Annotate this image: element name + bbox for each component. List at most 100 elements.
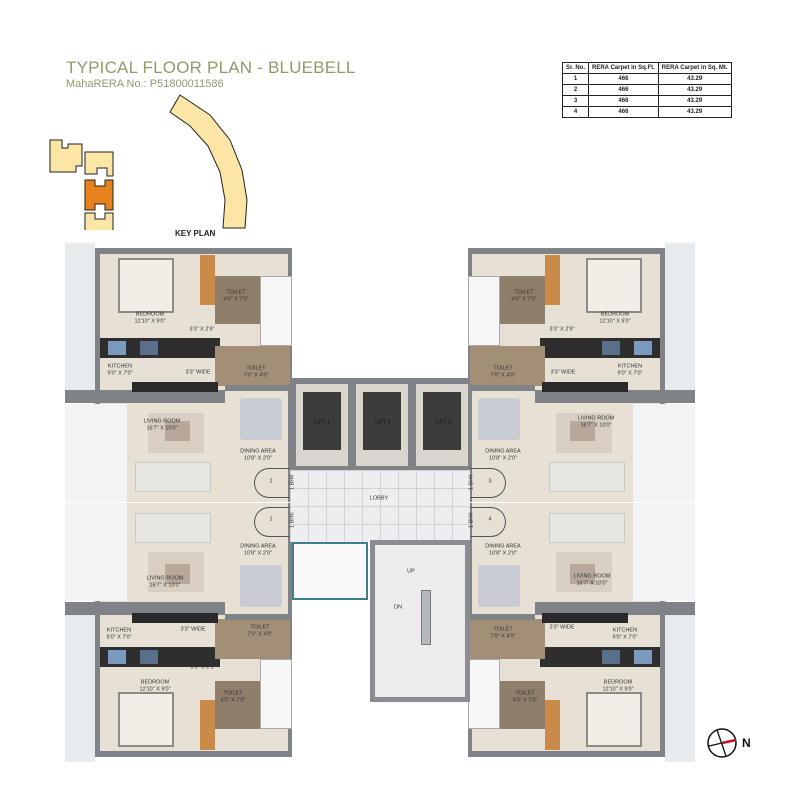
- window-bay: [65, 404, 127, 502]
- lift-label-text: LIFT 1: [314, 419, 330, 426]
- lift-3-cabin: [423, 392, 461, 450]
- kitchen-counter: [542, 613, 628, 623]
- kitchen-label-text: 9'0" X 7'0": [106, 634, 132, 640]
- lift-label: LIFT 1: [314, 420, 330, 427]
- living-room-label-text: 16'7" X 10'0": [149, 582, 181, 588]
- cell: 43.29: [657, 95, 732, 107]
- ottoman: [165, 564, 190, 584]
- living-room-label-text: LIVING ROOM: [146, 575, 184, 582]
- toilet-a: [215, 276, 260, 324]
- toilet-label-text: TOILET: [226, 289, 246, 296]
- unit-number-text: 4: [488, 516, 492, 523]
- stove: [140, 650, 158, 664]
- sofa: [549, 462, 625, 492]
- stair-up-label: UP: [407, 569, 415, 576]
- key-plan-block: [84, 212, 114, 230]
- bed: [586, 258, 642, 313]
- toilet-a: [500, 276, 545, 324]
- ottoman: [570, 564, 595, 584]
- unit-number: 3: [488, 479, 491, 486]
- ledge-wall: [65, 602, 225, 615]
- passage-width-label: 3'3" WIDE: [550, 370, 575, 377]
- living-room-label-text: 16'7" X 10'0": [580, 422, 612, 428]
- window-bay: [65, 243, 95, 395]
- toilet-label-text: TOILET: [514, 289, 534, 296]
- wall: [225, 385, 290, 391]
- cell: 43.29: [657, 106, 732, 118]
- ledge-wall: [535, 390, 695, 403]
- living-room-label-text: 16'7" X 10'0": [146, 425, 178, 431]
- dining-table: [240, 398, 282, 440]
- passage-width-label-text: 3'3" WIDE: [549, 624, 575, 631]
- rera-number: MahaRERA No.: P51800011586: [66, 78, 224, 90]
- toilet-b: [215, 346, 290, 386]
- bed: [118, 258, 174, 313]
- sofa: [135, 513, 211, 543]
- toilet-label-text: TOILET: [493, 626, 513, 633]
- entry-door: [470, 507, 506, 537]
- toilet-a: [215, 681, 260, 729]
- toilet-a: [500, 681, 545, 729]
- kitchen-label-text: KITCHEN: [106, 627, 132, 634]
- stove: [602, 341, 620, 355]
- cell: 2: [561, 84, 590, 96]
- passage-width-label-text: 3'3" WIDE: [185, 369, 211, 376]
- sink: [634, 650, 652, 664]
- stove: [140, 341, 158, 355]
- unit-type-text: 1 BHK: [468, 512, 475, 528]
- window-bay: [633, 404, 695, 502]
- stair-rail: [421, 590, 431, 645]
- window-bay: [665, 610, 695, 762]
- unit-type: 1 BHK: [469, 512, 476, 528]
- toilet-label-text: TOILET: [493, 365, 513, 372]
- toilet-label-text: TOILET: [223, 690, 243, 697]
- entry-door: [470, 468, 506, 498]
- lobby: [290, 470, 470, 542]
- toilet-label-text: 7'0" X 4'0": [490, 633, 516, 639]
- lift-2-cabin: [363, 392, 401, 450]
- kitchen-counter: [542, 382, 628, 392]
- sink: [108, 341, 126, 355]
- ottoman: [165, 421, 190, 441]
- ledge-wall: [65, 390, 225, 403]
- sink: [634, 341, 652, 355]
- toilet-label-text: 4'0" X 7'0": [511, 296, 537, 302]
- kitchen-counter: [132, 613, 218, 623]
- duct: [468, 276, 500, 346]
- cell: 1: [561, 73, 590, 85]
- header-sqft: RERA Carpet in Sq.Ft.: [588, 62, 659, 74]
- key-plan-block: [169, 94, 248, 229]
- dining-area-label-text: DINING AREA: [485, 448, 521, 455]
- living-room-label-text: LIVING ROOM: [573, 573, 611, 580]
- cell: 466: [588, 84, 659, 96]
- unit-number-text: 3: [488, 478, 492, 485]
- kitchen-label-text: 9'0" X 7'0": [107, 370, 133, 376]
- toilet-b: [470, 619, 545, 659]
- wall: [470, 385, 535, 391]
- cell: 466: [588, 73, 659, 85]
- cell: 466: [588, 95, 659, 107]
- north-label: N: [742, 736, 751, 750]
- wardrobe: [200, 255, 215, 305]
- window-bay: [65, 610, 95, 762]
- lift-label: LIFT 3: [435, 420, 451, 427]
- kitchen-label-text: KITCHEN: [612, 627, 638, 634]
- wall: [470, 614, 535, 620]
- page-title: TYPICAL FLOOR PLAN - BLUEBELL: [66, 58, 356, 77]
- header-sr-no: Sr. No.: [561, 62, 590, 74]
- ottoman: [570, 421, 595, 441]
- kitchen-label-text: 9'0" X 7'0": [617, 370, 643, 376]
- cell: 3: [561, 95, 590, 107]
